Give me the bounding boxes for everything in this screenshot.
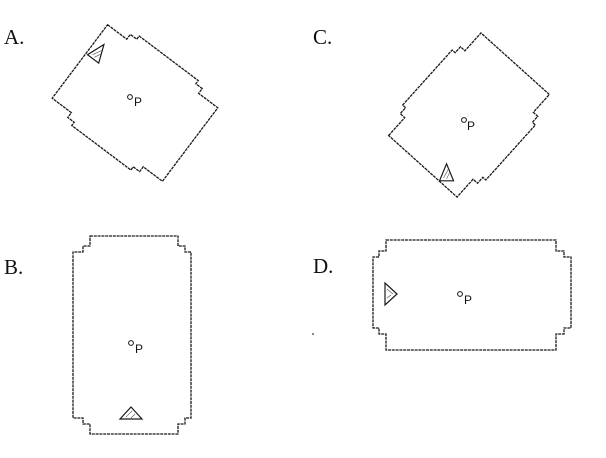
option-c-point-icon <box>461 117 467 123</box>
option-a-label: A. <box>4 25 24 49</box>
option-c[interactable]: C. P <box>313 25 557 204</box>
option-c-triangle-icon <box>438 162 455 182</box>
stray-dot <box>312 333 314 335</box>
option-b-label: B. <box>4 255 23 279</box>
option-d[interactable]: D. P <box>313 239 572 351</box>
option-c-point-label: P <box>467 119 475 133</box>
option-c-shape <box>387 32 551 198</box>
option-a-shape <box>51 23 219 183</box>
option-c-outline <box>387 32 551 198</box>
option-b-triangle-icon <box>118 406 144 420</box>
option-a[interactable]: A. P <box>4 17 224 189</box>
option-a-triangle-icon <box>86 43 105 65</box>
option-b-point-icon <box>128 340 134 346</box>
option-b[interactable]: B. P <box>4 235 192 435</box>
option-d-label: D. <box>313 254 333 278</box>
option-d-point-label: P <box>464 293 472 307</box>
option-b-outline <box>72 235 192 435</box>
option-a-outline <box>51 23 219 183</box>
option-d-point-icon <box>457 291 463 297</box>
option-c-label: C. <box>313 25 332 49</box>
option-d-triangle-icon <box>384 281 398 307</box>
option-a-point-label: P <box>134 95 142 109</box>
option-a-point-icon <box>127 94 133 100</box>
option-b-point-label: P <box>135 342 143 356</box>
option-d-outline <box>372 239 572 351</box>
